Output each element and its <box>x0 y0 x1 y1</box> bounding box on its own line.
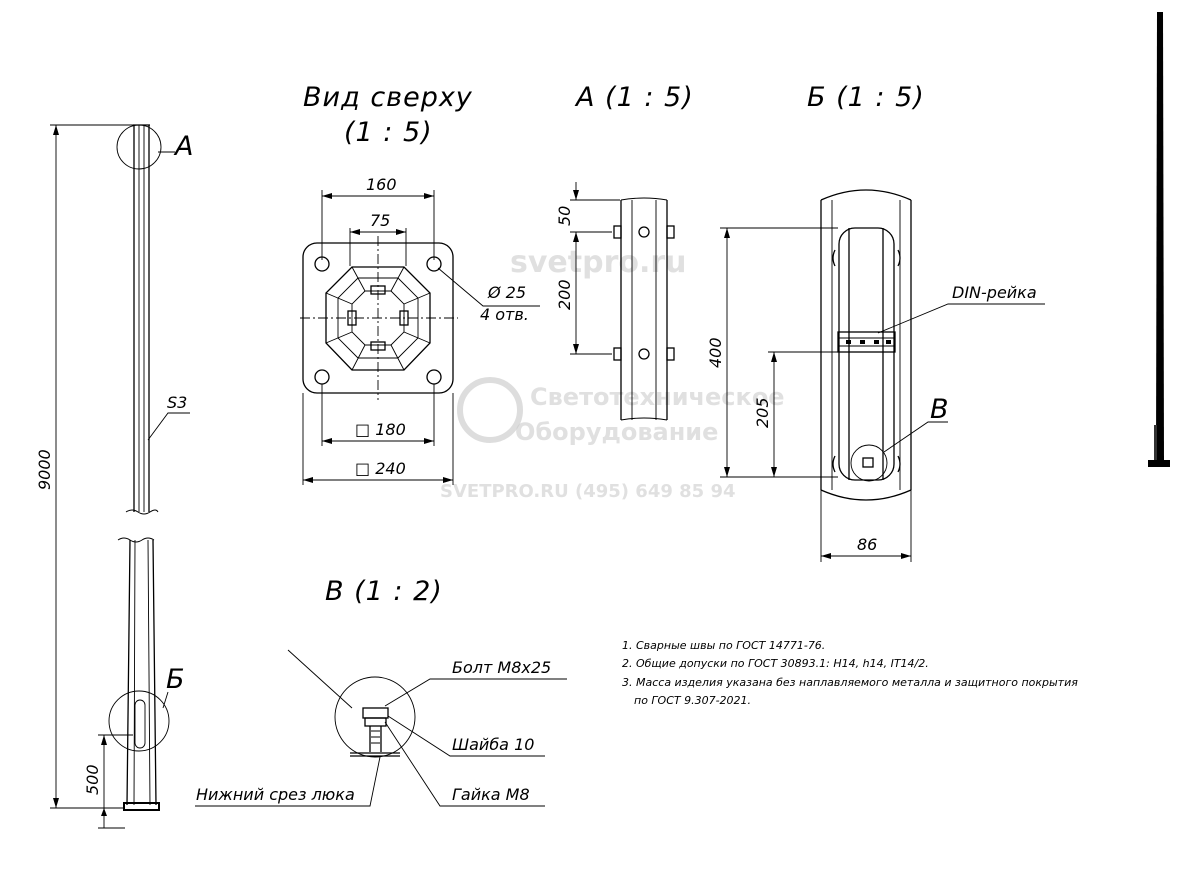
note-3: 3. Масса изделия указана без наплавляемо… <box>622 676 1078 689</box>
watermark-site: svetpro.ru <box>510 245 687 280</box>
note-3-cont: по ГОСТ 9.307-2021. <box>634 694 751 707</box>
bolt-label: Болт М8х25 <box>452 658 551 677</box>
view-a: А (1 : 5) 50 200 <box>555 82 694 421</box>
watermark-logo-icon <box>457 377 523 443</box>
hatch-bottom-label: Нижний срез люка <box>196 785 355 804</box>
washer-label: Шайба 10 <box>452 735 534 754</box>
view-v-title: В (1 : 2) <box>325 576 443 607</box>
note-1: 1. Сварные швы по ГОСТ 14771-76. <box>622 639 825 652</box>
din-rail-shape <box>837 331 896 353</box>
dim-400: 400 <box>706 337 725 368</box>
detail-circle-v <box>850 444 888 482</box>
dim-50: 50 <box>555 206 574 226</box>
nut-label: Гайка М8 <box>452 785 530 804</box>
hole-count: 4 отв. <box>480 305 529 324</box>
dim-160: 160 <box>366 175 397 194</box>
detail-circle-b <box>108 690 170 752</box>
watermark-company-1: Светотехническое <box>530 383 785 411</box>
dim-240: □ 240 <box>355 459 406 478</box>
dim-180: □ 180 <box>355 420 406 439</box>
pole-elevation: А Б S3 9000 500 <box>35 124 194 829</box>
note-2: 2. Общие допуски по ГОСТ 30893.1: H14, h… <box>622 657 929 670</box>
top-view-title: Вид сверху <box>303 82 473 113</box>
view-b-label-v: В <box>930 394 950 425</box>
pole-dim-9000: 9000 <box>35 449 54 490</box>
pole-overview <box>1148 12 1170 467</box>
dim-200: 200 <box>555 279 574 310</box>
notes: 1. Сварные швы по ГОСТ 14771-76. 2. Общи… <box>622 639 1078 707</box>
hole-diameter: Ø 25 <box>487 283 526 302</box>
bolt-head <box>362 707 389 719</box>
view-b-title: Б (1 : 5) <box>807 82 925 113</box>
dim-86: 86 <box>857 535 877 554</box>
dim-75: 75 <box>370 211 390 230</box>
watermark-company-2: Оборудование <box>515 418 718 446</box>
top-view: Вид сверху (1 : 5) 160 75 Ø 25 4 отв. <box>300 82 540 485</box>
pole-label-b: Б <box>166 664 186 695</box>
view-a-title: А (1 : 5) <box>574 82 694 113</box>
detail-circle-a <box>116 124 162 170</box>
pole-dim-500: 500 <box>83 764 102 795</box>
dim-205: 205 <box>753 397 772 428</box>
view-v: В (1 : 2) Болт М8х25 Шайба 10 Гайка М8 Н… <box>195 576 567 807</box>
watermark-contact: SVETPRO.RU (495) 649 85 94 <box>440 481 736 502</box>
pole-label-a: А <box>173 131 194 162</box>
pole-label-s3: S3 <box>167 393 187 412</box>
view-b: Б (1 : 5) В DIN-рейка 400 205 86 <box>706 82 1045 562</box>
nut-shape <box>364 717 387 727</box>
watermark: svetpro.ru Светотехническое Оборудование… <box>440 245 785 502</box>
top-view-scale: (1 : 5) <box>344 117 433 148</box>
din-rail-label: DIN-рейка <box>952 283 1037 302</box>
